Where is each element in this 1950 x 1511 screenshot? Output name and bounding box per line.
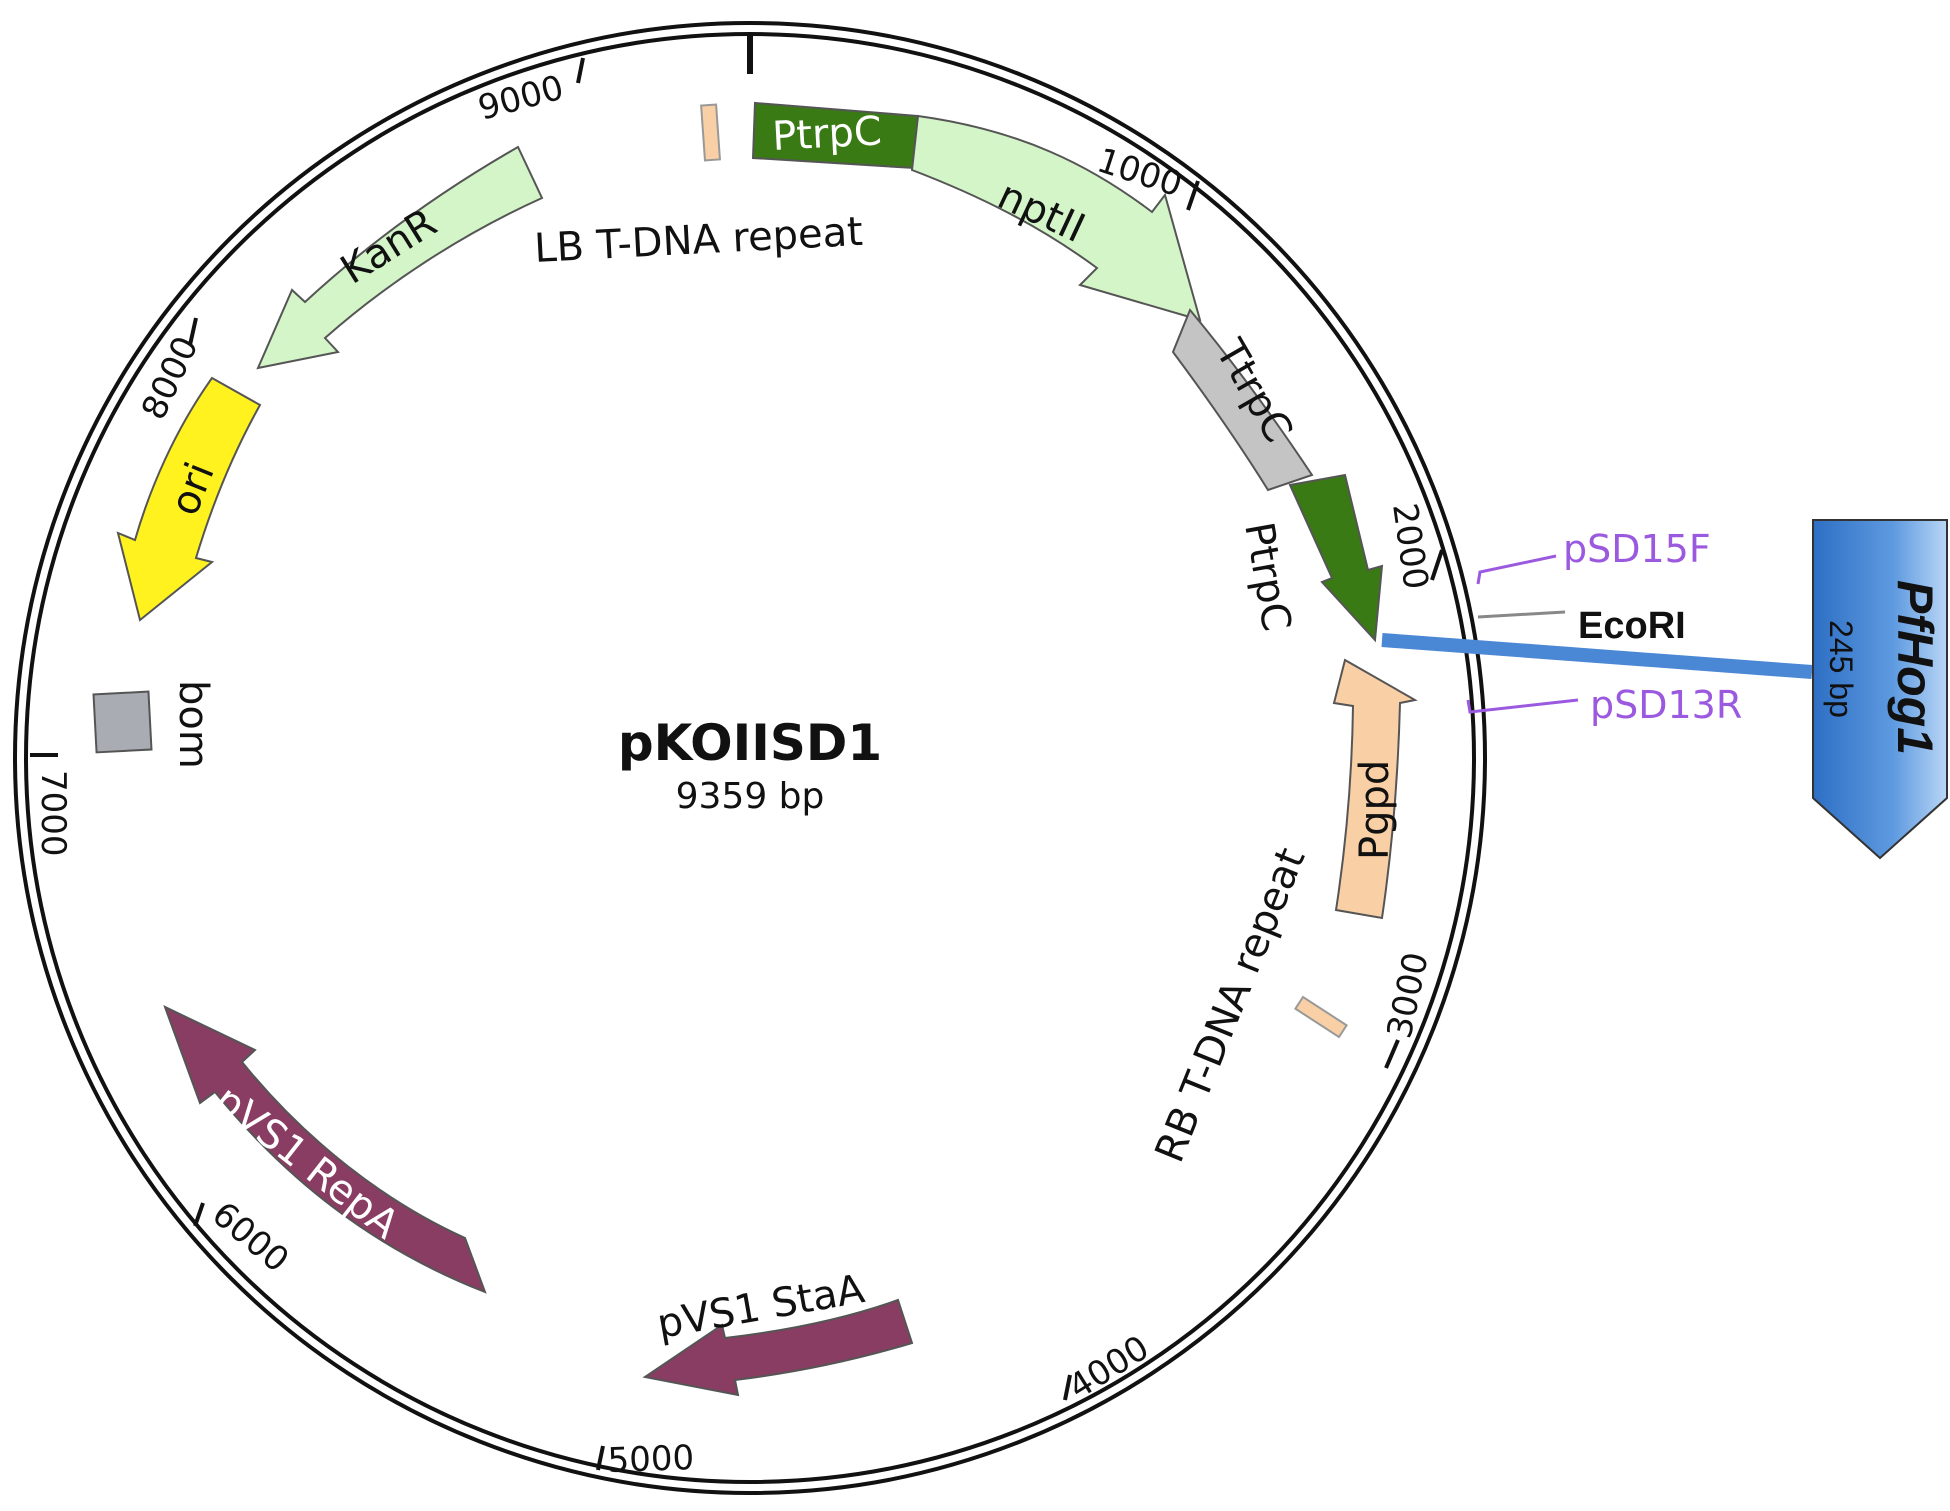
ptrpc-right-feature: PtrpC xyxy=(1235,473,1384,643)
ori-feature: ori xyxy=(116,376,262,622)
ptrpc-top-label: PtrpC xyxy=(771,108,883,160)
rb-repeat-label: RB T-DNA repeat xyxy=(1147,842,1315,1169)
pfhog1-insert: PfHog1 245 bp xyxy=(1812,519,1948,860)
pSD15F-site: pSD15F xyxy=(1476,527,1711,585)
pSD13R-site: pSD13R xyxy=(1466,683,1742,727)
ptrpc-top-feature: PtrpC xyxy=(751,101,920,170)
pSD13R-label: pSD13R xyxy=(1590,683,1742,727)
lb-repeat-marker xyxy=(700,103,722,162)
bom-marker xyxy=(92,690,153,754)
tick-label-3000: 3000 xyxy=(1380,949,1437,1042)
insert-size: 245 bp xyxy=(1823,620,1859,718)
rb-repeat-marker xyxy=(1293,995,1349,1039)
pgpd-feature: Pgpd xyxy=(1332,658,1418,920)
tick-label-9000: 9000 xyxy=(474,68,568,129)
pSD15F-label: pSD15F xyxy=(1563,527,1711,571)
tick-label-4000: 4000 xyxy=(1062,1328,1157,1408)
scale-labels: 1000 2000 3000 4000 5000 6000 7000 8000 … xyxy=(33,68,1437,1481)
ecori-site: EcoRI xyxy=(1477,605,1686,647)
pvs1-staa-feature: pVS1 StaA xyxy=(642,1266,914,1397)
kanr-feature: KanR xyxy=(256,145,544,370)
insert-connector xyxy=(1381,633,1813,679)
pgpd-label: Pgpd xyxy=(1352,760,1398,860)
insert-name: PfHog1 xyxy=(1887,580,1943,755)
ptrpc-right-label: PtrpC xyxy=(1235,519,1299,635)
tick-label-5000: 5000 xyxy=(607,1438,695,1481)
bom-label: bom xyxy=(170,680,216,769)
lb-repeat-label: LB T-DNA repeat xyxy=(533,209,864,272)
pvs1-repa-feature: pVS1 RepA xyxy=(163,1005,487,1294)
ecori-label: EcoRI xyxy=(1578,605,1686,647)
plasmid-name: pKOIISD1 xyxy=(618,714,882,772)
tick-label-7000: 7000 xyxy=(33,770,73,857)
scale-ticks xyxy=(30,57,1444,1471)
tick-label-2000: 2000 xyxy=(1384,501,1436,592)
ttrpc-feature: TtrpC xyxy=(1171,308,1314,492)
plasmid-size: 9359 bp xyxy=(676,776,825,817)
